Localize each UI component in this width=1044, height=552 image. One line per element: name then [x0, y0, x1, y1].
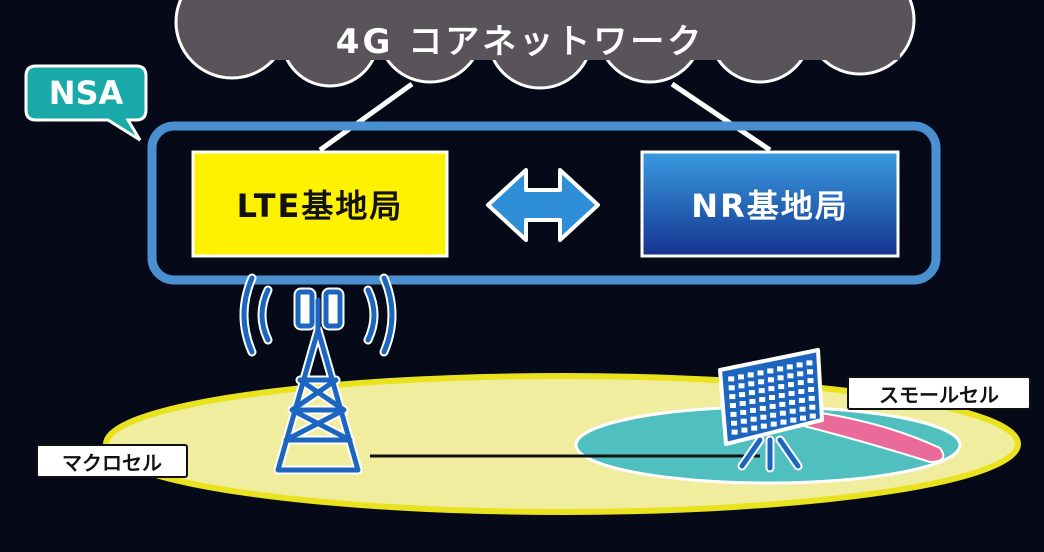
antenna-element — [807, 369, 813, 375]
antenna-element — [787, 373, 794, 379]
antenna-element — [748, 381, 755, 387]
nr-station-box — [640, 150, 900, 258]
antenna-element — [778, 384, 785, 390]
antenna-element — [777, 366, 784, 372]
antenna-element — [760, 414, 767, 420]
antenna-element — [731, 429, 738, 435]
core-network-label: 4G コアネットワーク — [335, 21, 705, 62]
antenna-element — [730, 411, 737, 417]
antenna-element — [780, 419, 787, 425]
antenna-element — [779, 401, 786, 407]
antenna-element — [759, 405, 766, 411]
antenna-element — [808, 395, 815, 401]
antenna-element — [738, 374, 744, 380]
antenna-element — [798, 389, 805, 394]
antenna-element — [786, 364, 793, 370]
antenna-element — [731, 420, 737, 426]
antenna-element — [808, 387, 815, 392]
nsa-badge-label: NSA — [48, 74, 124, 112]
antenna-element — [769, 395, 775, 400]
macro-cell-label: マクロセル — [36, 444, 188, 478]
antenna-element — [770, 412, 777, 418]
lte-station-label: LTE基地局 — [236, 187, 404, 225]
antenna-element — [790, 417, 797, 423]
antenna-element — [758, 379, 765, 385]
antenna-element — [789, 408, 796, 414]
antenna-element — [741, 427, 748, 433]
small-cell-antenna-icon — [718, 348, 824, 473]
nr-beam — [794, 408, 945, 464]
antenna-element — [798, 397, 805, 403]
antenna-element — [789, 399, 796, 405]
antenna-element — [777, 375, 784, 381]
antenna-element — [729, 394, 736, 400]
antenna-element — [767, 368, 774, 374]
bidirectional-arrow-icon — [486, 168, 600, 242]
antenna-element — [739, 392, 746, 398]
antenna-element — [760, 423, 767, 429]
antenna-element — [806, 360, 813, 366]
antenna-element — [788, 382, 794, 388]
antenna-element — [799, 406, 806, 412]
antenna-element — [757, 370, 764, 376]
antenna-element — [739, 401, 746, 406]
nsa-badge — [24, 64, 148, 142]
antenna-element — [770, 421, 777, 427]
antenna-element — [800, 415, 806, 421]
nsa-frame — [147, 121, 941, 285]
antenna-element — [729, 403, 736, 408]
antenna-element — [749, 399, 756, 404]
antenna-element — [750, 407, 756, 413]
core-link-lte — [318, 81, 414, 153]
antenna-element — [767, 377, 774, 383]
small-cell-label: スモールセル — [847, 376, 1031, 410]
antenna-element — [797, 371, 804, 377]
antenna-element — [750, 416, 757, 422]
antenna-element — [748, 390, 755, 396]
antenna-element — [728, 385, 735, 391]
antenna-element — [796, 362, 803, 368]
antenna-element — [809, 413, 816, 419]
antenna-element — [779, 410, 786, 416]
antenna-element — [747, 372, 754, 378]
antenna-element — [751, 425, 758, 431]
antenna-element — [797, 380, 804, 386]
nr-station-label: NR基地局 — [691, 187, 849, 225]
antenna-element — [759, 397, 766, 402]
lte-station-box — [191, 150, 449, 258]
antenna-element — [740, 409, 747, 415]
antenna-element — [769, 403, 776, 409]
antenna-element — [768, 386, 775, 392]
antenna-element — [809, 404, 816, 410]
antenna-element — [740, 418, 747, 424]
core-link-nr — [670, 81, 772, 153]
antenna-element — [738, 383, 745, 389]
antenna-element — [788, 391, 795, 396]
antenna-element — [807, 378, 814, 384]
antenna-element — [758, 388, 765, 394]
antenna-element — [728, 376, 735, 382]
antenna-element — [778, 393, 785, 398]
